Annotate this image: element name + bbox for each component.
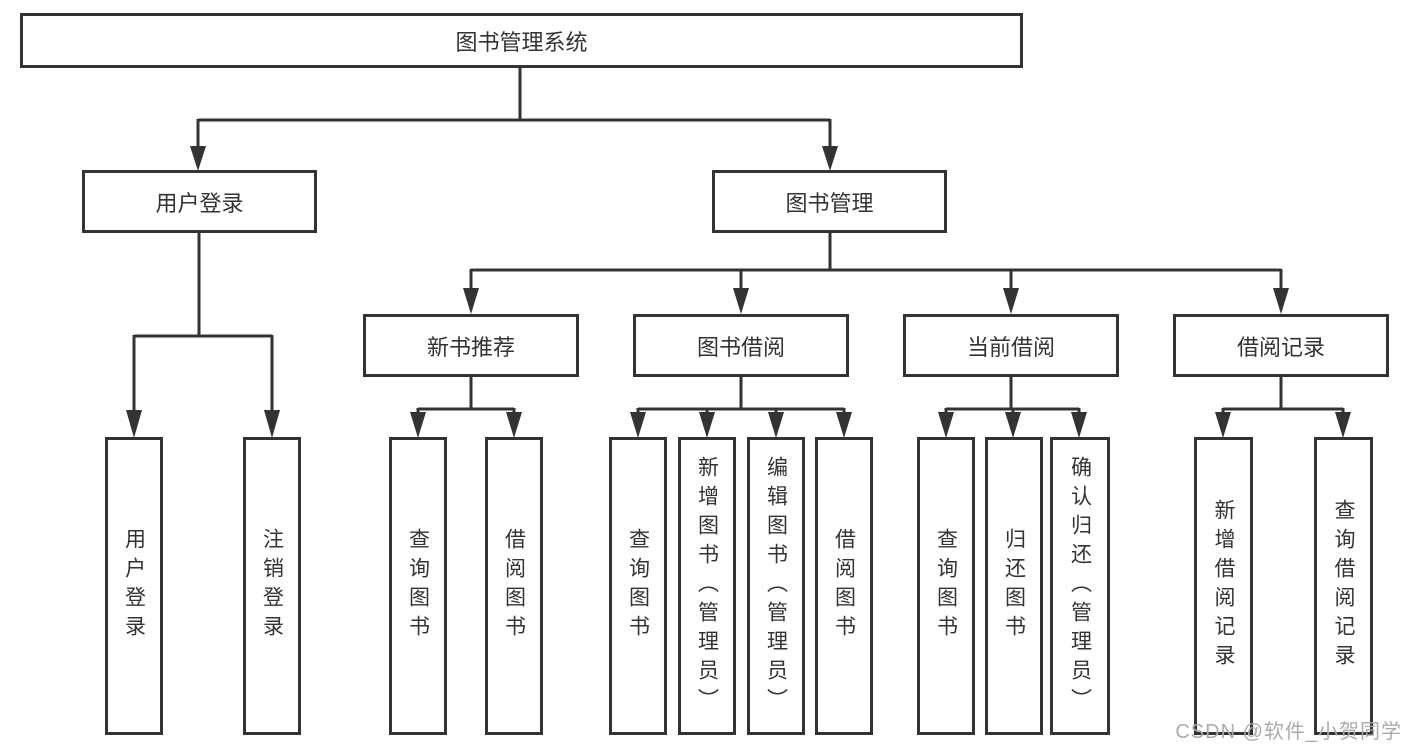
node-current-borrow-label: 当前借阅 bbox=[966, 334, 1055, 360]
connector-line-root bbox=[196, 68, 832, 150]
leaf-logout: 注销登录 bbox=[243, 437, 301, 735]
arrowhead bbox=[506, 412, 522, 438]
arrowhead-to-leaf-logout bbox=[264, 410, 280, 438]
leaf-query-book-current: 查询图书 bbox=[917, 437, 975, 735]
leaf-query-book-current-label: 查询图书 bbox=[934, 528, 958, 644]
connector-line-user-login bbox=[132, 233, 274, 414]
node-root-label: 图书管理系统 bbox=[455, 29, 588, 55]
fork-book-mgmt bbox=[463, 233, 1289, 314]
connector-line-borrow-record bbox=[1221, 377, 1345, 414]
arrowhead-to-leaf-user-login bbox=[126, 410, 142, 438]
leaf-add-book-admin: 新增图书（管理员） bbox=[678, 437, 736, 735]
leaf-add-borrow-record: 新增借阅记录 bbox=[1194, 437, 1253, 735]
arrowhead-to-book-borrow bbox=[733, 288, 749, 314]
fork-root bbox=[190, 68, 838, 171]
node-user-login-label: 用户登录 bbox=[155, 190, 244, 216]
leaf-edit-book-admin: 编辑图书（管理员） bbox=[747, 437, 805, 735]
leaf-borrow-book-label: 借阅图书 bbox=[832, 528, 856, 644]
leaf-borrow-book-rec: 借阅图书 bbox=[485, 437, 543, 735]
leaf-return-book: 归还图书 bbox=[985, 437, 1043, 735]
connector-line-book-borrow bbox=[636, 377, 846, 414]
arrowhead-to-borrow-record bbox=[1273, 288, 1289, 314]
arrowhead bbox=[1071, 412, 1087, 438]
leaf-return-book-label: 归还图书 bbox=[1002, 528, 1026, 644]
arrowhead-to-book-mgmt bbox=[822, 146, 838, 171]
leaf-query-book-rec: 查询图书 bbox=[389, 437, 447, 735]
node-book-borrow-label: 图书借阅 bbox=[696, 334, 785, 360]
node-book-mgmt-label: 图书管理 bbox=[785, 190, 874, 216]
node-book-borrow: 图书借阅 bbox=[633, 314, 849, 377]
node-user-login: 用户登录 bbox=[82, 170, 317, 233]
leaf-query-book-borrow-label: 查询图书 bbox=[626, 528, 650, 644]
fork-new-book-rec bbox=[410, 377, 522, 438]
leaf-edit-book-admin-label: 编辑图书（管理员） bbox=[764, 455, 788, 717]
arrowhead bbox=[938, 412, 954, 438]
connector-line-current-borrow bbox=[944, 377, 1081, 414]
leaf-borrow-book-rec-label: 借阅图书 bbox=[502, 528, 526, 644]
arrowhead bbox=[1335, 412, 1351, 438]
leaf-add-book-admin-label: 新增图书（管理员） bbox=[695, 455, 719, 717]
csdn-watermark: CSDN @软件_小贺同学 bbox=[1175, 721, 1402, 743]
arrowhead bbox=[836, 412, 852, 438]
arrowhead bbox=[1005, 412, 1021, 438]
arrowhead bbox=[768, 412, 784, 438]
arrowhead-to-current-borrow bbox=[1003, 288, 1019, 314]
fork-book-borrow bbox=[630, 377, 852, 438]
leaf-query-book-borrow: 查询图书 bbox=[609, 437, 667, 735]
leaf-confirm-return-admin-label: 确认归还（管理员） bbox=[1068, 455, 1092, 717]
leaf-confirm-return-admin: 确认归还（管理员） bbox=[1050, 437, 1110, 735]
leaf-logout-label: 注销登录 bbox=[260, 528, 284, 644]
connector-line-book-mgmt bbox=[469, 233, 1283, 292]
leaf-query-borrow-record: 查询借阅记录 bbox=[1314, 437, 1373, 735]
node-root: 图书管理系统 bbox=[20, 13, 1023, 68]
leaf-borrow-book: 借阅图书 bbox=[815, 437, 873, 735]
node-new-book-rec: 新书推荐 bbox=[363, 314, 579, 377]
arrowhead bbox=[410, 412, 426, 438]
fork-borrow-record bbox=[1215, 377, 1351, 438]
fork-user-login bbox=[126, 233, 280, 438]
node-current-borrow: 当前借阅 bbox=[903, 314, 1119, 377]
arrowhead-to-new-book-rec bbox=[463, 288, 479, 314]
leaf-user-login: 用户登录 bbox=[105, 437, 163, 735]
connector-line-new-book-rec bbox=[416, 377, 516, 414]
leaf-add-borrow-record-label: 新增借阅记录 bbox=[1212, 499, 1235, 673]
arrowhead bbox=[699, 412, 715, 438]
node-new-book-rec-label: 新书推荐 bbox=[426, 334, 515, 360]
arrowhead-to-user-login bbox=[190, 146, 206, 171]
node-book-mgmt: 图书管理 bbox=[712, 170, 947, 233]
arrowhead bbox=[630, 412, 646, 438]
arrowhead bbox=[1215, 412, 1231, 438]
node-borrow-record-label: 借阅记录 bbox=[1236, 334, 1325, 360]
leaf-query-book-rec-label: 查询图书 bbox=[406, 528, 430, 644]
leaf-query-borrow-record-label: 查询借阅记录 bbox=[1332, 499, 1355, 673]
fork-current-borrow bbox=[938, 377, 1087, 438]
node-borrow-record: 借阅记录 bbox=[1173, 314, 1389, 377]
leaf-user-login-label: 用户登录 bbox=[122, 528, 146, 644]
